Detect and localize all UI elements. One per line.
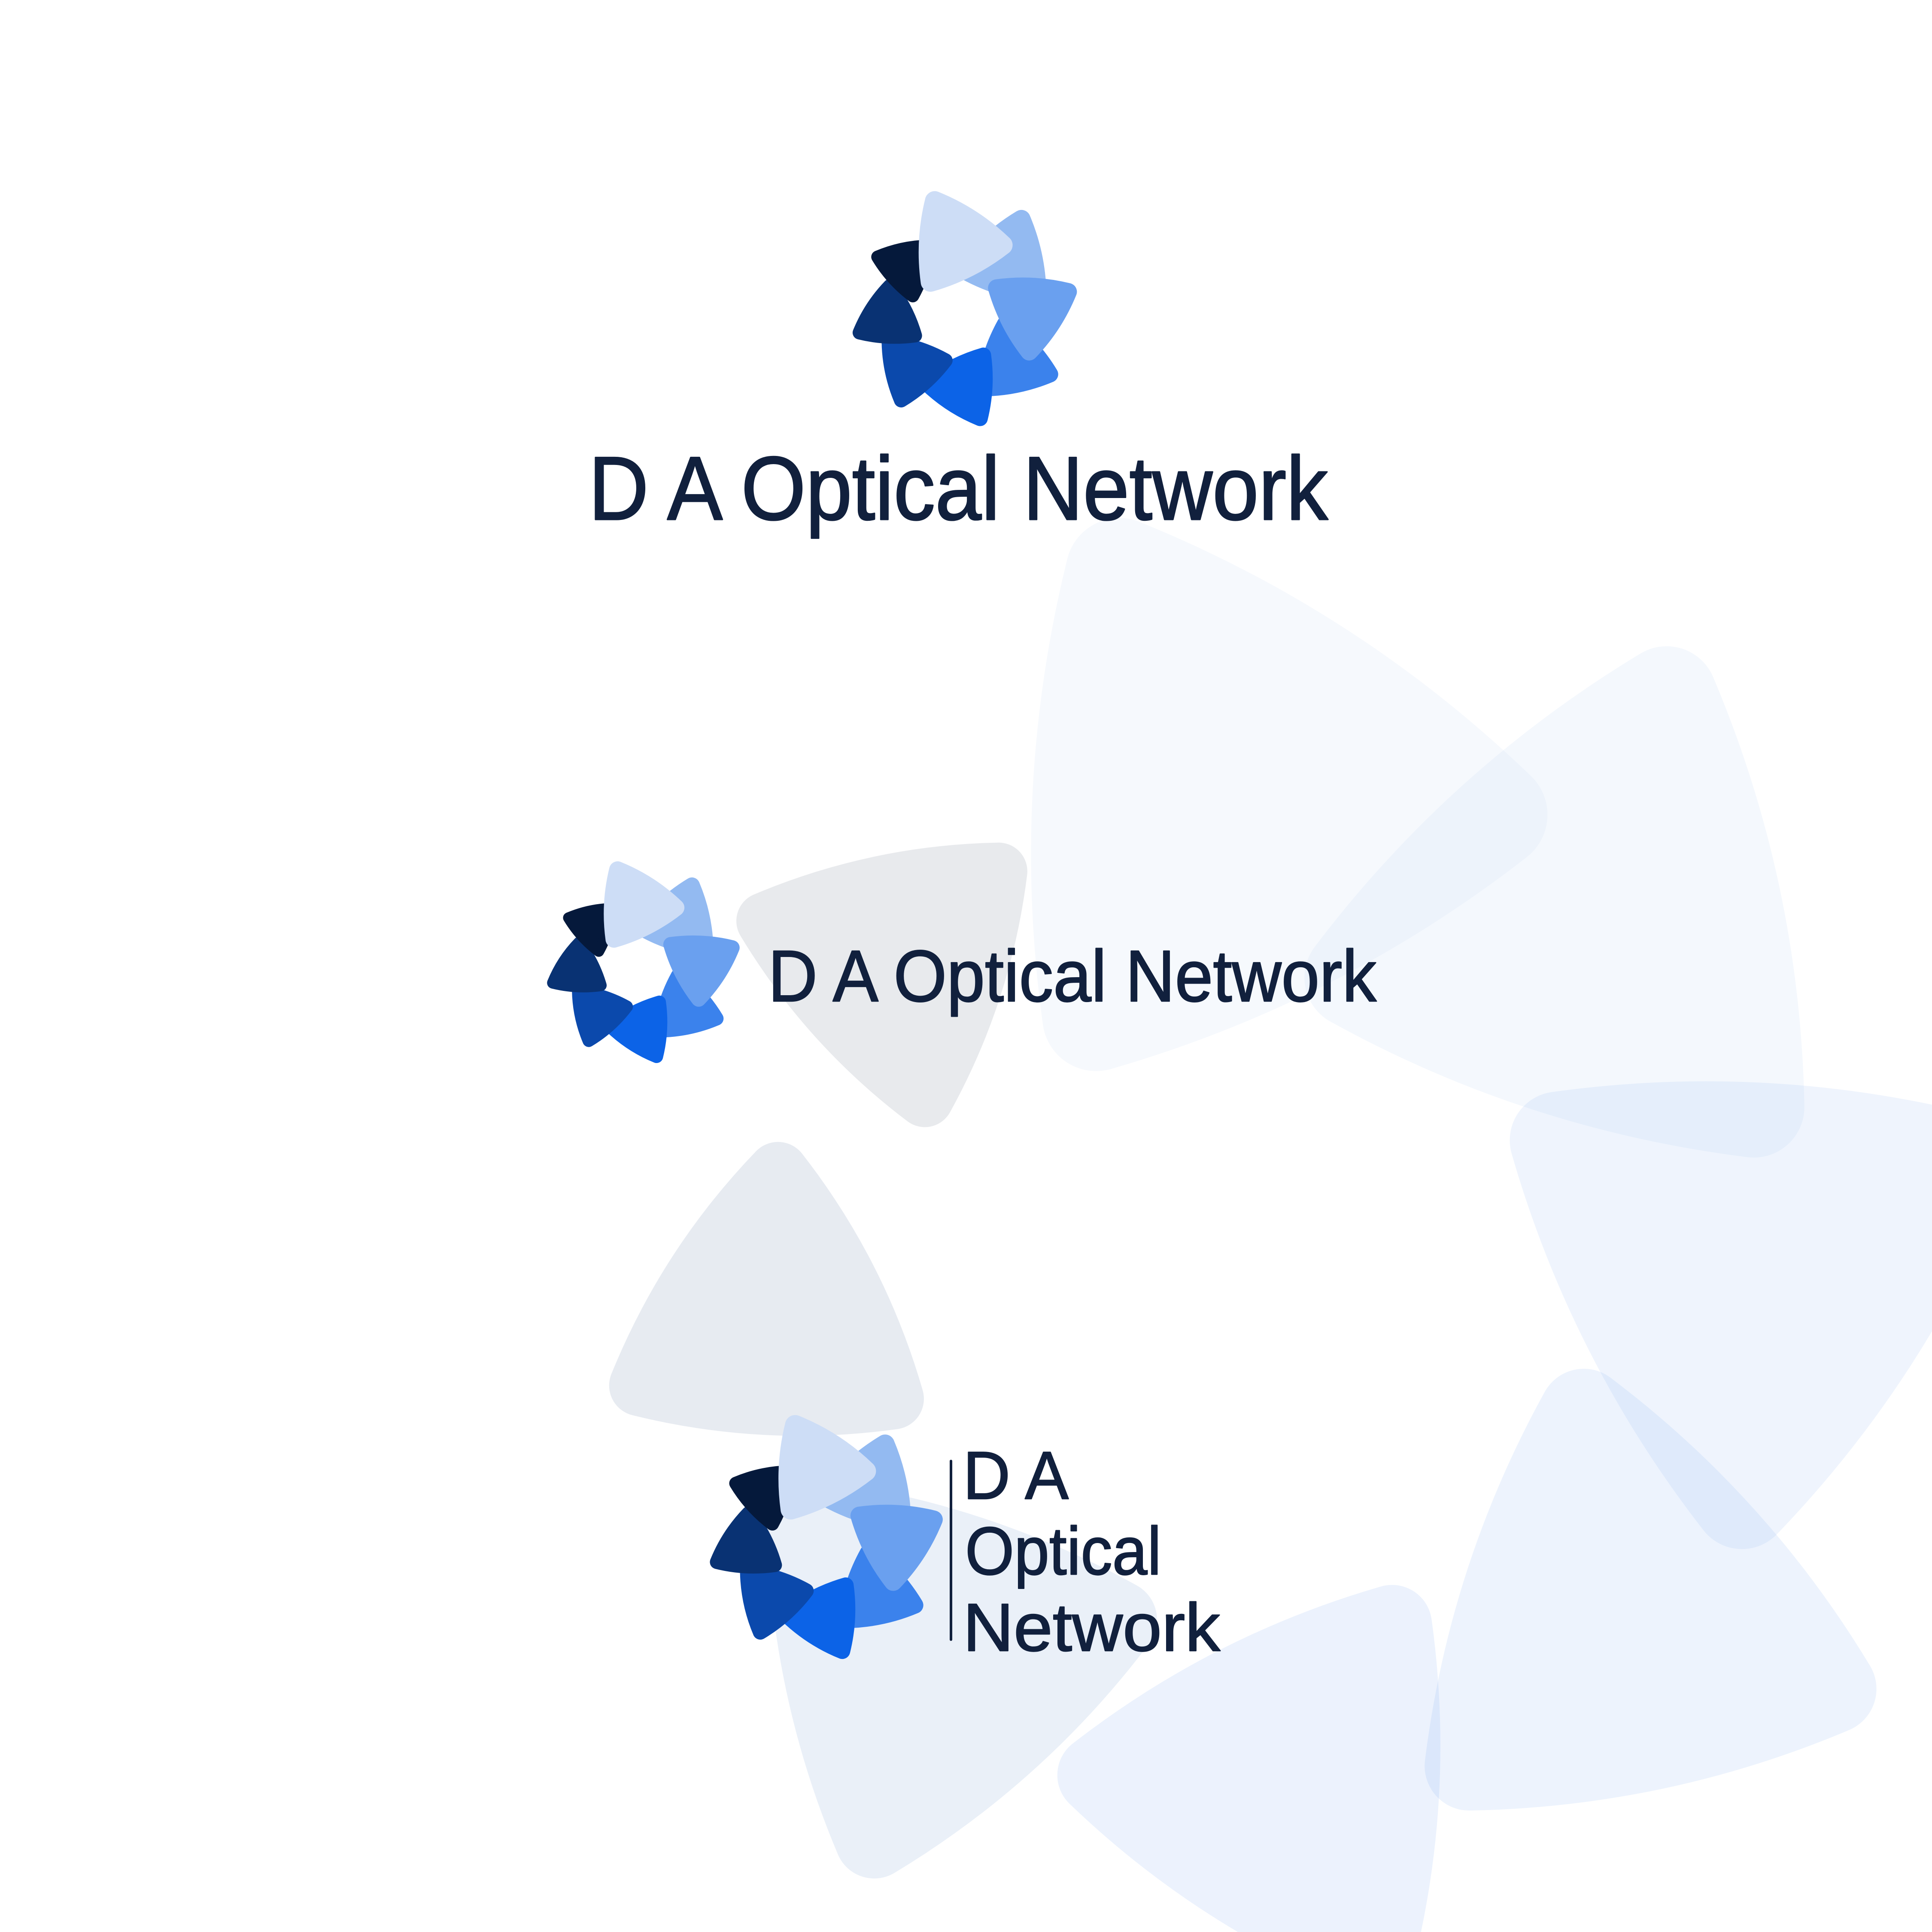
svg-text:Optical: Optical: [965, 1513, 1161, 1589]
svg-text:Network: Network: [963, 1590, 1221, 1665]
svg-text:D A Optical Network: D A Optical Network: [768, 936, 1377, 1017]
svg-text:D A Optical Network: D A Optical Network: [589, 438, 1328, 539]
svg-text:D A: D A: [963, 1438, 1069, 1513]
